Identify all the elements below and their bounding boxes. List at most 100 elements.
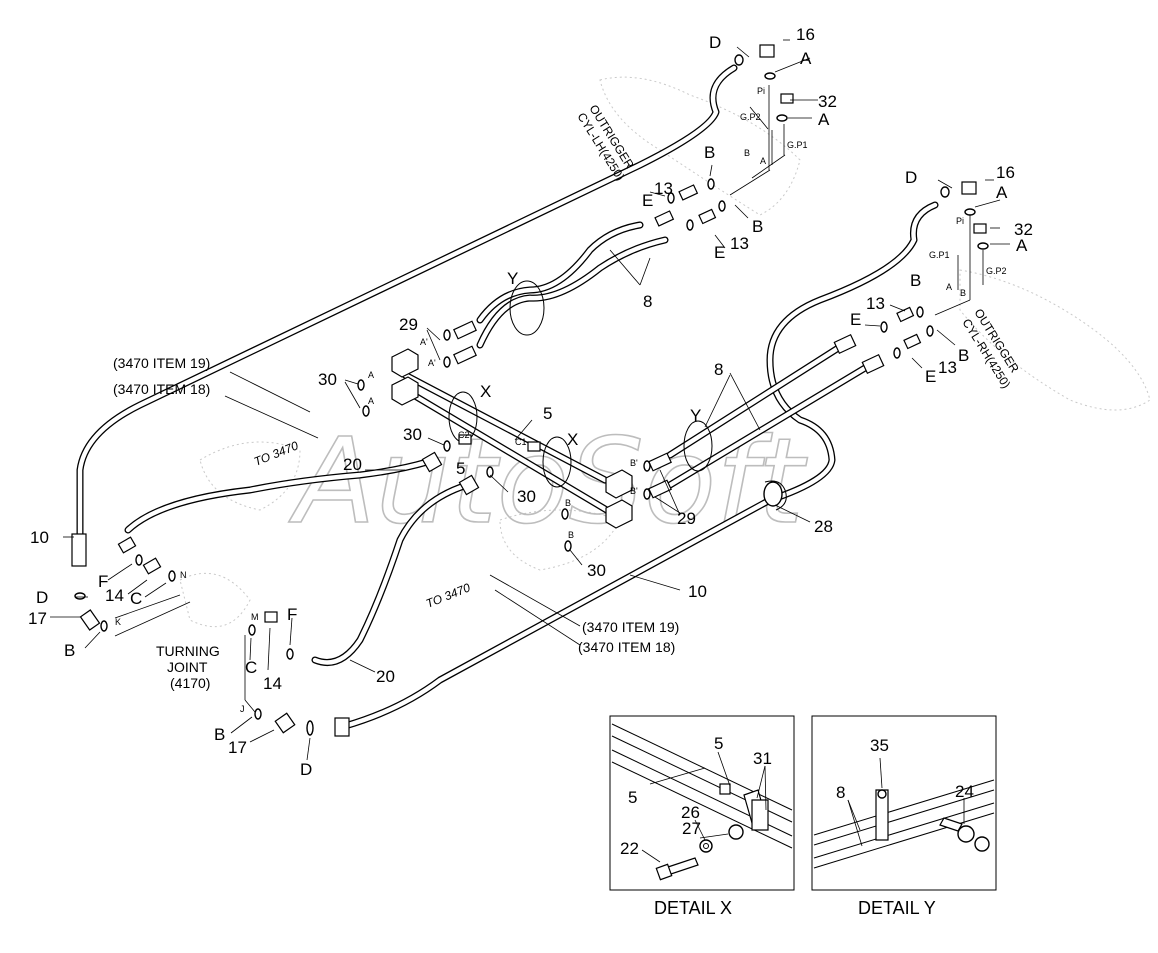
port-c1: C1 (515, 437, 527, 447)
letter-y-upper: Y (507, 269, 518, 288)
port-s-a-rh: A (946, 282, 952, 292)
port-marks: Pi G.P2 G.P1 B A Pi G.P1 G.P2 A B A' A' … (115, 86, 1007, 714)
port-pi-rh: Pi (956, 216, 964, 226)
label-8-lower: 8 (714, 360, 723, 379)
label-31: 31 (753, 749, 772, 768)
port-k: K (115, 617, 121, 627)
ref-item19-upper: (3470 ITEM 19) (113, 355, 210, 371)
ref-item18-upper: (3470 ITEM 18) (113, 381, 210, 397)
ref-item19-lower: (3470 ITEM 19) (582, 619, 679, 635)
port-gp2-lh: G.P2 (740, 112, 761, 122)
letter-b-lh-1: B (704, 143, 715, 162)
label-5-a: 5 (543, 404, 552, 423)
letter-d-right: D (300, 760, 312, 779)
label-20-lower: 20 (376, 667, 395, 686)
section-circle-y-lower (683, 420, 713, 472)
letter-a-lh-2: A (818, 110, 830, 129)
pipe-5 (401, 371, 614, 516)
label-32-rh: 32 (1014, 220, 1033, 239)
letter-e-lh-1: E (642, 191, 653, 210)
letter-e-rh-2: E (925, 367, 936, 386)
letter-e-lh-2: E (714, 243, 725, 262)
label-30-a: 30 (318, 370, 337, 389)
letter-d-left: D (36, 588, 48, 607)
label-17-right: 17 (228, 738, 247, 757)
port-b-prime-1: B' (630, 458, 638, 468)
label-30-d: 30 (587, 561, 606, 580)
to-3470-lower: TO 3470 (424, 580, 473, 611)
leader-lines (50, 39, 1010, 761)
turning-joint-line2: JOINT (167, 659, 208, 675)
label-13-rh-lower: 13 (938, 358, 957, 377)
detail-x-drawing (611, 723, 793, 881)
clip-28 (764, 480, 787, 511)
label-8-detail: 8 (836, 783, 845, 802)
hose-20-upper (124, 458, 431, 534)
turning-joint-line1: TURNING (156, 643, 220, 659)
label-29-lower: 29 (677, 509, 696, 528)
label-13-lh-lower: 13 (730, 234, 749, 253)
port-b-prime-2: B' (630, 486, 638, 496)
label-5-b: 5 (456, 459, 465, 478)
letter-b-left: B (64, 641, 75, 660)
valve-block-left (391, 348, 419, 406)
letter-b-rh-2: B (958, 346, 969, 365)
letter-a-rh-1: A (996, 183, 1008, 202)
label-29-upper: 29 (399, 315, 418, 334)
letter-d-lh: D (709, 33, 721, 52)
hose-8-lower (666, 341, 874, 489)
port-n: N (180, 570, 187, 580)
letter-y-lower: Y (690, 406, 701, 425)
part-number-labels: 16 32 13 13 8 16 32 13 13 8 29 30 30 5 5… (28, 25, 1033, 858)
label-27: 27 (682, 819, 701, 838)
label-13-lh-upper: 13 (654, 179, 673, 198)
hose-8-upper (476, 221, 669, 349)
label-5-detail-top: 5 (714, 734, 723, 753)
valve-block-right (605, 469, 633, 529)
label-28: 28 (814, 517, 833, 536)
port-a-prime-2: A' (428, 358, 436, 368)
label-32-lh: 32 (818, 92, 837, 111)
label-24: 24 (955, 782, 974, 801)
label-30-c: 30 (517, 487, 536, 506)
label-26: 26 (681, 803, 700, 822)
letter-b-lh-2: B (752, 217, 763, 236)
label-13-rh-upper: 13 (866, 294, 885, 313)
port-s-a-lh: A (760, 156, 766, 166)
detail-y-box (811, 715, 997, 891)
port-gp1-rh: G.P1 (929, 250, 950, 260)
label-17-left: 17 (28, 609, 47, 628)
ref-item18-lower: (3470 ITEM 18) (578, 639, 675, 655)
port-c2: C2 (458, 430, 470, 440)
letter-a-rh-2: A (1016, 236, 1028, 255)
fittings (71, 44, 987, 737)
detail-x-caption: DETAIL X (654, 898, 732, 918)
label-8-upper: 8 (643, 292, 652, 311)
port-gp1-lh: G.P1 (787, 140, 808, 150)
label-20-upper: 20 (343, 455, 362, 474)
hose-10-upper (76, 64, 738, 538)
letter-c-right: C (245, 658, 257, 677)
port-pi-lh: Pi (757, 86, 765, 96)
letter-b-rh-1: B (910, 271, 921, 290)
letter-labels: D A A B E B E D A A B E B E Y X X Y F C … (36, 33, 1028, 779)
label-14-left: 14 (105, 586, 124, 605)
label-22: 22 (620, 839, 639, 858)
to-3470-upper: TO 3470 (252, 438, 301, 469)
port-m: M (251, 612, 259, 622)
letter-b-right: B (214, 725, 225, 744)
detail-y-drawing (813, 757, 995, 869)
section-circle-x-center (542, 436, 572, 488)
letter-f-right: F (287, 605, 297, 624)
port-a-1: A (368, 370, 374, 380)
label-10-upper: 10 (30, 528, 49, 547)
turning-joint-line3: (4170) (170, 675, 210, 691)
label-16-lh: 16 (796, 25, 815, 44)
label-30-b: 30 (403, 425, 422, 444)
o-rings (74, 54, 989, 736)
letter-e-rh-1: E (850, 310, 861, 329)
letter-f-left: F (98, 572, 108, 591)
ghost-outlines (179, 76, 1151, 628)
